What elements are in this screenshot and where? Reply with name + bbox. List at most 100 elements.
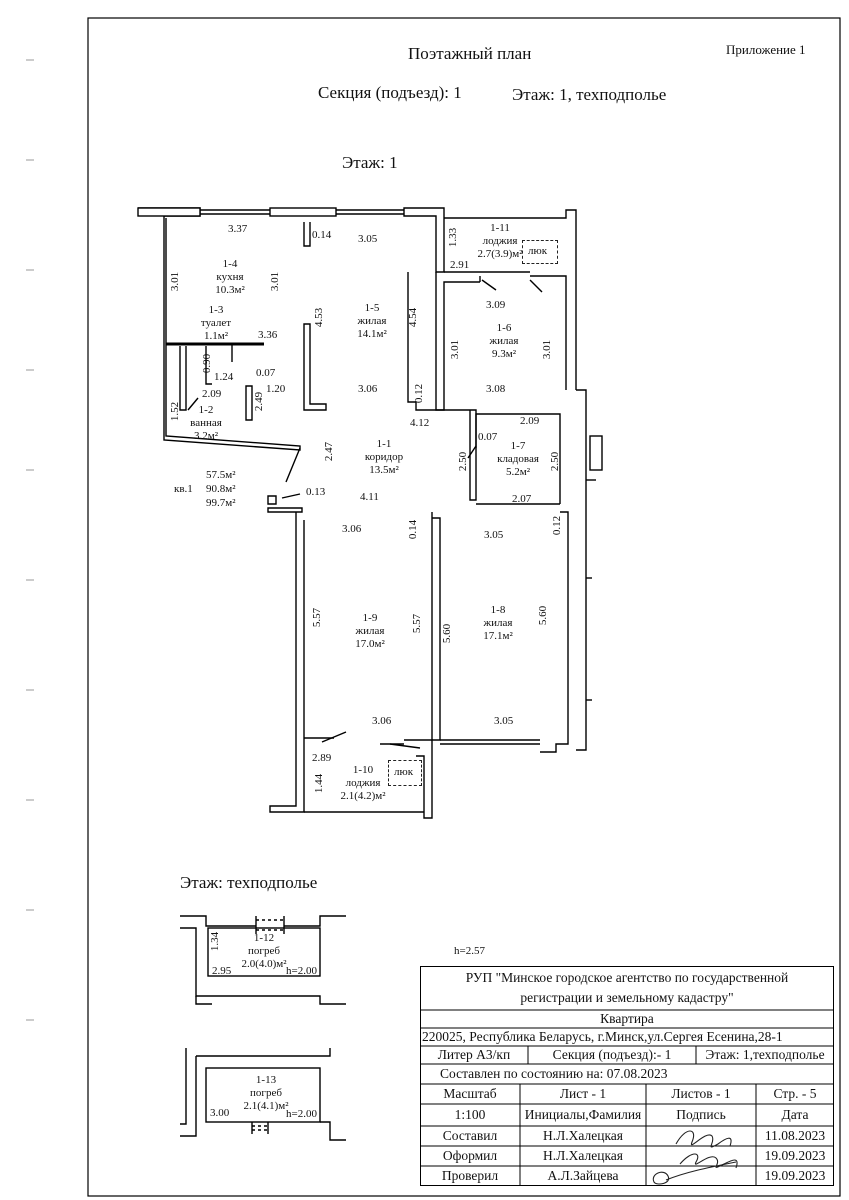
state-date: Составлен по состоянию на: 07.08.2023 — [440, 1066, 668, 1081]
dim: 3.05 — [358, 233, 378, 245]
liter: Литер А3/кп — [437, 1047, 511, 1062]
dim: 3.37 — [228, 223, 248, 235]
title-block: РУП "Минское городское агентство по госу… — [420, 966, 834, 1186]
dim: 0.14 — [312, 229, 332, 241]
address: 220025, Республика Беларусь, г.Минск,ул.… — [422, 1029, 783, 1044]
dim: 0.12 — [413, 383, 426, 404]
walls-basement-1-13 — [180, 1048, 346, 1141]
basement-label: Этаж: техподполье — [180, 873, 318, 892]
row-date: 19.09.2023 — [764, 1168, 826, 1183]
dim: 4.11 — [360, 491, 379, 503]
col-names: Инициалы,Фамилия — [524, 1107, 642, 1122]
dim: 3.08 — [486, 383, 506, 395]
sheet-frame — [87, 17, 841, 1197]
row-name: А.Л.Зайцева — [547, 1168, 619, 1183]
dim: 2.50 — [549, 451, 562, 472]
height-note: h=2.57 — [454, 945, 485, 957]
row-role: Составил — [442, 1128, 498, 1143]
floor-label: Этаж: 1, техподполье — [512, 85, 667, 104]
dim: 3.36 — [258, 329, 278, 341]
sheet-number: Лист - 1 — [559, 1086, 607, 1101]
object-type: Квартира — [600, 1011, 654, 1026]
dim: 3.01 — [449, 339, 462, 360]
org-line-2: регистрации и земельному кадастру" — [520, 990, 734, 1005]
org-line-1: РУП "Минское городское агентство по госу… — [465, 970, 789, 985]
dim: 1.52 — [169, 401, 182, 422]
row-name: Н.Л.Халецкая — [542, 1128, 624, 1143]
apartment-living-area: 57.5м² — [206, 469, 236, 481]
signature-scribbles — [652, 1130, 738, 1185]
dim: 0.90 — [201, 353, 214, 374]
dim: 3.06 — [372, 715, 392, 727]
dim: 1.20 — [266, 383, 286, 395]
dim: 1.24 — [214, 371, 234, 383]
row-role: Оформил — [442, 1148, 498, 1163]
dim: 5.60 — [441, 623, 454, 644]
dim: 3.05 — [494, 715, 514, 727]
dim: 5.57 — [411, 613, 424, 634]
dim: 2.50 — [457, 451, 470, 472]
dim: 1.44 — [313, 773, 326, 794]
dim: 2.49 — [253, 391, 266, 412]
floor1-label: Этаж: 1 — [342, 153, 398, 172]
dim: 4.53 — [313, 307, 326, 328]
dim: 1.33 — [447, 227, 460, 248]
dim: 4.12 — [410, 417, 430, 429]
plan-title: Поэтажный план — [408, 44, 532, 63]
margin-marks — [26, 59, 34, 1021]
dim: 0.14 — [407, 519, 420, 540]
row-date: 11.08.2023 — [764, 1128, 826, 1143]
dim: 2.47 — [323, 441, 336, 462]
row-date: 19.09.2023 — [764, 1148, 826, 1163]
apartment-label: кв.1 — [174, 483, 193, 495]
walls-basement-1-12 — [180, 915, 346, 1005]
dim: 1.34 — [209, 931, 222, 952]
hatch-1-10: люк — [388, 760, 422, 786]
dim: 3.01 — [269, 271, 282, 292]
apartment-total-with-loggia: 99.7м² — [206, 497, 236, 509]
dim: 2.09 — [520, 415, 540, 427]
dim: 2.07 — [512, 493, 532, 505]
dim: 3.06 — [358, 383, 378, 395]
dim: h=2.00 — [286, 1108, 317, 1120]
page-number: Стр. - 5 — [773, 1086, 817, 1101]
dim: 4.54 — [407, 307, 420, 328]
apartment-total-area: 90.8м² — [206, 483, 236, 495]
title-block-grid — [420, 966, 834, 1186]
dim: 3.06 — [342, 523, 362, 535]
dim: 3.01 — [169, 271, 182, 292]
dim: 5.60 — [537, 605, 550, 626]
dim: 0.07 — [256, 367, 276, 379]
col-sign: Подпись — [676, 1107, 726, 1122]
appendix-label: Приложение 1 — [726, 42, 806, 57]
hatch-1-11: люк — [522, 240, 558, 264]
dim: 0.12 — [551, 515, 564, 536]
dim: h=2.00 — [286, 965, 317, 977]
section-label: Секция (подъезд): 1 — [318, 83, 462, 102]
scale-label: Масштаб — [443, 1086, 497, 1101]
dim: 0.07 — [478, 431, 498, 443]
dim: 3.00 — [210, 1107, 230, 1119]
dim: 3.05 — [484, 529, 504, 541]
dim: 0.13 — [306, 486, 326, 498]
row-name: Н.Л.Халецкая — [542, 1148, 624, 1163]
dim: 2.95 — [212, 965, 232, 977]
stamp-section: Секция (подъезд):- 1 — [552, 1047, 672, 1062]
col-date: Дата — [781, 1107, 809, 1122]
dim: 3.01 — [541, 339, 554, 360]
walls-floor1 — [137, 207, 603, 819]
